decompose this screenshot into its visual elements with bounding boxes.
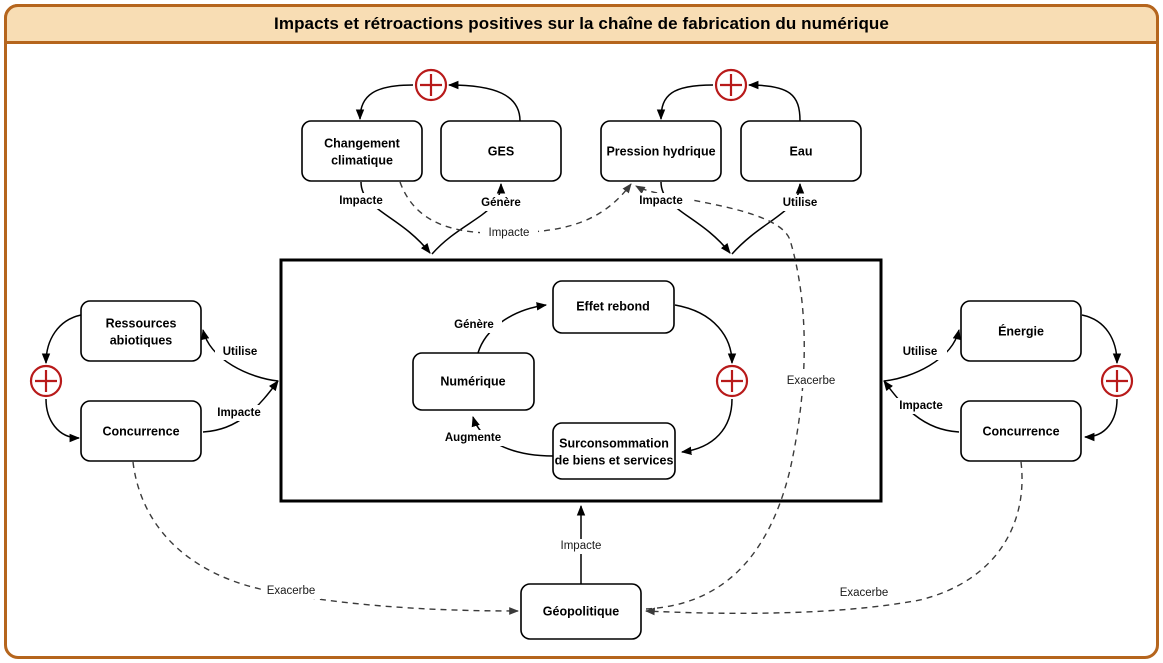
edge-label-numerique-augmente: Augmente bbox=[437, 430, 509, 446]
title-bar: Impacts et rétroactions positives sur la… bbox=[4, 4, 1159, 44]
node-label: GES bbox=[488, 144, 514, 158]
edge-label-eau-utilise: Utilise bbox=[774, 195, 826, 211]
plus-icon-left bbox=[29, 364, 63, 398]
edge-label-concurrence-right-impacte: Impacte bbox=[889, 398, 953, 414]
svg-text:Génère: Génère bbox=[481, 197, 521, 209]
edge-label-concurrence-left-impacte: Impacte bbox=[207, 405, 271, 421]
edge-geopolitique-to-pression-dashed bbox=[635, 185, 805, 610]
node-energie[interactable]: Énergie bbox=[960, 300, 1082, 362]
node-changement-climatique[interactable]: Changement climatique bbox=[301, 120, 423, 182]
svg-text:Impacte: Impacte bbox=[339, 195, 382, 207]
node-ges[interactable]: GES bbox=[440, 120, 562, 182]
edge-label-energie-utilise: Utilise bbox=[895, 344, 947, 360]
edge-concurrence-right-to-core bbox=[883, 380, 960, 433]
plus-icon-top-left bbox=[414, 68, 448, 102]
plus-icon-top-right bbox=[714, 68, 748, 102]
page-title: Impacts et rétroactions positives sur la… bbox=[274, 14, 889, 33]
node-geopolitique[interactable]: Géopolitique bbox=[520, 583, 642, 640]
node-label: Surconsommation bbox=[559, 436, 669, 450]
node-label: Changement bbox=[324, 136, 401, 150]
node-surconsommation[interactable]: Surconsommation de biens et services bbox=[552, 422, 676, 480]
edge-plus-right-to-concurrence bbox=[1083, 398, 1118, 442]
svg-text:Impacte: Impacte bbox=[899, 400, 942, 412]
edge-label-numerique-genere: Génère bbox=[446, 317, 502, 333]
edge-eau-to-plus-topright bbox=[747, 80, 801, 122]
node-effet-rebond[interactable]: Effet rebond bbox=[552, 280, 675, 334]
edge-core-to-ressources bbox=[201, 328, 279, 382]
edge-label-ressources-utilise: Utilise bbox=[215, 344, 267, 360]
edge-label-exacerbe-core: Exacerbe bbox=[781, 373, 841, 388]
node-eau[interactable]: Eau bbox=[740, 120, 862, 182]
svg-text:Impacte: Impacte bbox=[639, 195, 682, 207]
node-numerique[interactable]: Numérique bbox=[412, 352, 535, 411]
node-label: abiotiques bbox=[110, 333, 173, 347]
node-label: climatique bbox=[331, 153, 393, 167]
svg-text:Exacerbe: Exacerbe bbox=[267, 585, 316, 597]
node-label: Énergie bbox=[998, 323, 1044, 338]
edge-ges-to-plus-topleft bbox=[447, 80, 521, 122]
plus-icon-right bbox=[1100, 364, 1134, 398]
svg-text:Impacte: Impacte bbox=[217, 407, 260, 419]
svg-text:Utilise: Utilise bbox=[223, 346, 258, 358]
svg-text:Exacerbe: Exacerbe bbox=[787, 375, 836, 387]
edge-label-geopolitique-impacte: Impacte bbox=[552, 539, 610, 554]
core-system-container bbox=[279, 258, 883, 503]
svg-text:Exacerbe: Exacerbe bbox=[840, 587, 889, 599]
node-label: Ressources bbox=[106, 316, 177, 330]
node-label: Pression hydrique bbox=[606, 144, 715, 158]
node-label: Eau bbox=[790, 144, 813, 158]
svg-text:Génère: Génère bbox=[454, 319, 494, 331]
edge-concurrence-left-to-geopolitique-dashed bbox=[132, 461, 519, 615]
node-label: de biens et services bbox=[555, 453, 674, 467]
edge-energie-to-plus-right bbox=[1081, 314, 1122, 365]
edge-core-to-eau bbox=[731, 182, 805, 255]
node-pression-hydrique[interactable]: Pression hydrique bbox=[600, 120, 722, 182]
edge-label-exacerbe-left: Exacerbe bbox=[261, 584, 321, 599]
edge-pression-to-core bbox=[660, 181, 731, 254]
edge-effet-rebond-to-plus-core bbox=[674, 304, 737, 365]
edge-plus-core-to-surconsommation bbox=[680, 398, 733, 455]
node-ressources-abiotiques[interactable]: Ressources abiotiques bbox=[80, 300, 202, 362]
node-concurrence-gauche[interactable]: Concurrence bbox=[80, 400, 202, 462]
svg-text:Augmente: Augmente bbox=[445, 432, 501, 444]
plus-icon-core bbox=[715, 364, 749, 398]
edge-plus-topleft-to-changement bbox=[355, 84, 414, 121]
edge-label-exacerbe-right: Exacerbe bbox=[834, 586, 894, 601]
svg-text:Utilise: Utilise bbox=[783, 197, 818, 209]
edge-label-changement-pression-impacte: Impacte bbox=[480, 226, 538, 241]
node-label: Effet rebond bbox=[576, 299, 650, 313]
node-label: Concurrence bbox=[982, 424, 1059, 438]
node-label: Numérique bbox=[440, 374, 505, 388]
edge-plus-topright-to-pression bbox=[656, 84, 714, 121]
node-concurrence-droite[interactable]: Concurrence bbox=[960, 400, 1082, 462]
edge-label-pression-impacte: Impacte bbox=[629, 193, 693, 209]
edge-label-changement-impacte: Impacte bbox=[329, 193, 393, 209]
edge-core-to-energie bbox=[883, 328, 961, 382]
edge-concurrence-right-to-geopolitique-dashed bbox=[645, 461, 1023, 616]
svg-text:Impacte: Impacte bbox=[561, 540, 602, 552]
svg-text:Utilise: Utilise bbox=[903, 346, 938, 358]
edge-label-ges-genere: Génère bbox=[473, 195, 529, 211]
node-label: Concurrence bbox=[102, 424, 179, 438]
node-label: Géopolitique bbox=[543, 604, 619, 618]
edge-core-to-ges bbox=[431, 182, 506, 255]
edge-changement-to-core bbox=[360, 181, 431, 254]
svg-text:Impacte: Impacte bbox=[489, 227, 530, 239]
edge-ressources-to-plus-left bbox=[41, 314, 82, 365]
edge-plus-left-to-concurrence bbox=[45, 398, 81, 443]
